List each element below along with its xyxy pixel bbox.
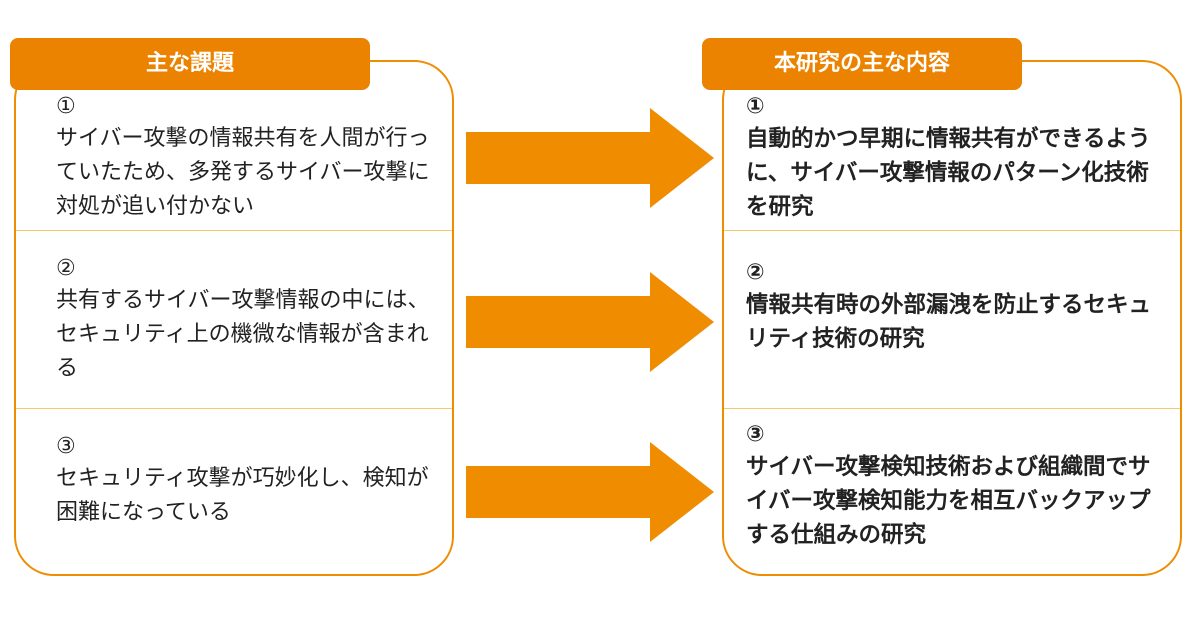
- issue-text: サイバー攻撃の情報共有を人間が行っていたため、多発するサイバー攻撃に対処が追い付…: [56, 126, 430, 219]
- arrow-right-icon: [466, 108, 714, 208]
- arrow-right-icon: [466, 442, 714, 542]
- research-text: 自動的かつ早期に情報共有ができるように、サイバー攻撃情報のパターン化技術を研究: [746, 126, 1151, 220]
- issues-panel-title: 主な課題: [10, 38, 370, 90]
- research-number: ①: [746, 94, 765, 119]
- research-number: ②: [746, 260, 765, 285]
- issue-number: ③: [56, 434, 76, 459]
- issues-panel: [14, 60, 454, 576]
- issue-item-1: ① サイバー攻撃の情報共有を人間が行っていたため、多発するサイバー攻撃に対処が追…: [56, 92, 448, 224]
- research-divider-1: [724, 230, 1180, 231]
- arrow-right-icon: [466, 272, 714, 372]
- research-panel: [722, 60, 1182, 576]
- research-text: 情報共有時の外部漏洩を防止するセキュリティ技術の研究: [746, 292, 1152, 352]
- research-divider-2: [724, 408, 1180, 409]
- research-item-1: ① 自動的かつ早期に情報共有ができるように、サイバー攻撃情報のパターン化技術を研…: [746, 92, 1166, 224]
- issue-text: 共有するサイバー攻撃情報の中には、セキュリティ上の機微な情報が含まれる: [56, 288, 430, 381]
- issue-item-3: ③ セキュリティ攻撃が巧妙化し、検知が困難になっている: [56, 432, 448, 530]
- issue-number: ①: [56, 94, 76, 119]
- research-item-2: ② 情報共有時の外部漏洩を防止するセキュリティ技術の研究: [746, 258, 1166, 356]
- issue-text: セキュリティ攻撃が巧妙化し、検知が困難になっている: [56, 466, 429, 525]
- issue-number: ②: [56, 256, 76, 281]
- issues-divider-1: [16, 230, 452, 231]
- research-text: サイバー攻撃検知技術および組織間でサイバー攻撃検知能力を相互バックアップする仕組…: [746, 454, 1151, 548]
- research-item-3: ③ サイバー攻撃検知技術および組織間でサイバー攻撃検知能力を相互バックアップする…: [746, 420, 1166, 552]
- issues-divider-2: [16, 408, 452, 409]
- research-number: ③: [746, 422, 765, 447]
- issue-item-2: ② 共有するサイバー攻撃情報の中には、セキュリティ上の機微な情報が含まれる: [56, 254, 448, 386]
- research-panel-title: 本研究の主な内容: [702, 38, 1022, 90]
